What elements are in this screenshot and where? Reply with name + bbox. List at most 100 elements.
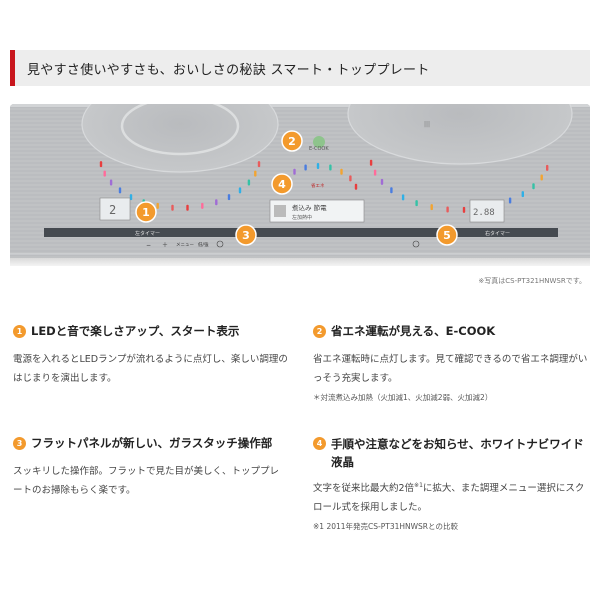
feature-1-number: 1 bbox=[13, 325, 26, 338]
feature-1-title: 1 LEDと音で楽しさアップ、スタート表示 bbox=[13, 323, 288, 340]
left-burner bbox=[81, 104, 279, 173]
left-timer-label: 左タイマー bbox=[135, 230, 160, 237]
feature-1-body: 電源を入れるとLEDランプが流れるように点灯し、楽しい調理のはじまりを演出します… bbox=[13, 354, 288, 384]
callout-number-3: 3 bbox=[242, 229, 250, 242]
feature-4-title: 4 手順や注意などをお知らせ、ホワイトナビワイド液晶 bbox=[313, 435, 593, 471]
led-light bbox=[349, 175, 352, 182]
led-light bbox=[354, 183, 358, 190]
led-light bbox=[340, 168, 343, 175]
control-buttons[interactable]: − ＋ メニュー 低/強 bbox=[146, 240, 420, 249]
right-timer-label: 右タイマー bbox=[485, 230, 510, 237]
feature-3-heading: フラットパネルが新しい、ガラスタッチ操作部 bbox=[31, 436, 273, 450]
minus-button[interactable]: − bbox=[146, 242, 151, 249]
led-light bbox=[446, 206, 449, 213]
feature-2-note: ＊対流煮込み加熱（火加減1、火加減2弱、火加減2） bbox=[313, 393, 493, 402]
led-light bbox=[118, 187, 122, 194]
right-display-value: 2.88 bbox=[473, 208, 495, 218]
led-light bbox=[462, 206, 466, 213]
center-display-line1: 煮込み 節電 bbox=[292, 203, 327, 212]
led-light bbox=[227, 194, 231, 201]
feature-3-number: 3 bbox=[13, 437, 26, 450]
led-light bbox=[380, 178, 384, 185]
led-light bbox=[521, 191, 524, 198]
led-light bbox=[293, 168, 296, 175]
led-light bbox=[254, 170, 257, 177]
feature-4-body-a: 文字を従来比最大約2倍 bbox=[313, 483, 415, 494]
led-light bbox=[238, 187, 242, 194]
left-display: 2 bbox=[99, 197, 131, 221]
callout-number-4: 4 bbox=[278, 178, 286, 191]
feature-4-number: 4 bbox=[313, 437, 326, 450]
cooktop-illustration: ||| E-COOK 省エネ 2 煮込み 節電 左加熱中 2.88 左タ bbox=[10, 104, 590, 262]
callout-2 bbox=[281, 130, 303, 152]
feature-4-body: 文字を従来比最大約2倍※1に拡大、また調理メニュー選択にスクロール式を採用しまし… bbox=[313, 479, 593, 517]
feature-3-body: スッキリした操作部。フラットで見た目が美しく、トッププレートのお掃除もらく楽です… bbox=[13, 466, 280, 496]
led-light bbox=[369, 159, 373, 166]
callout-number-1: 1 bbox=[142, 206, 150, 219]
led-light bbox=[129, 194, 133, 201]
feature-2-title: 2 省エネ運転が見える、E-COOK bbox=[313, 323, 588, 340]
plus-button[interactable]: ＋ bbox=[162, 242, 168, 249]
callout-number-2: 2 bbox=[288, 135, 296, 148]
callout-4 bbox=[271, 173, 293, 195]
callout-1 bbox=[135, 201, 157, 223]
feature-4-footnote-ref: ※1 bbox=[414, 482, 423, 489]
menu-button[interactable]: メニュー bbox=[176, 242, 194, 248]
led-light bbox=[186, 204, 189, 211]
led-light bbox=[329, 164, 332, 171]
led-light bbox=[373, 169, 377, 176]
feature-4-body-b: に拡大、また調理メニュー選択にスクロール式を採用しました。 bbox=[313, 483, 585, 513]
callout-3 bbox=[235, 224, 257, 246]
section-header: 見やすさ使いやすさも、おいしさの秘訣 スマート・トッププレート bbox=[10, 50, 590, 86]
feature-2: 2 省エネ運転が見える、E-COOK 省エネ運転時に点灯します。見て確認できるの… bbox=[313, 323, 588, 403]
callout-number-5: 5 bbox=[443, 229, 451, 242]
led-light bbox=[532, 183, 535, 190]
feature-2-body: 省エネ運転時に点灯します。見て確認できるので省エネ調理がいっそう充実します。 bbox=[313, 354, 588, 384]
feature-2-heading: 省エネ運転が見える、E-COOK bbox=[331, 324, 496, 338]
led-light bbox=[390, 187, 393, 194]
feature-4-heading: 手順や注意などをお知らせ、ホワイトナビワイド液晶 bbox=[331, 437, 584, 469]
right-display: 2.88 bbox=[469, 199, 505, 223]
led-light bbox=[215, 199, 218, 206]
led-light bbox=[508, 197, 512, 204]
led-light bbox=[304, 164, 307, 171]
led-light bbox=[171, 204, 174, 211]
callout-5 bbox=[436, 224, 458, 246]
led-light bbox=[540, 174, 543, 181]
cooktop-photo: ||| E-COOK 省エネ 2 煮込み 節電 左加熱中 2.88 左タ bbox=[10, 104, 590, 262]
center-display-line2: 左加熱中 bbox=[292, 214, 312, 221]
e-cook-label: E-COOK bbox=[309, 146, 329, 152]
photo-caption: ※写真はCS-PT321HNWSRです。 bbox=[478, 277, 586, 285]
led-light bbox=[257, 161, 261, 168]
feature-2-number: 2 bbox=[313, 325, 326, 338]
led-light bbox=[546, 164, 549, 171]
heat-button[interactable]: 低/強 bbox=[198, 241, 209, 248]
led-light bbox=[316, 163, 320, 169]
section-title: 見やすさ使いやすさも、おいしさの秘訣 スマート・トッププレート bbox=[27, 62, 430, 78]
led-light bbox=[109, 179, 113, 186]
feature-3-title: 3 フラットパネルが新しい、ガラスタッチ操作部 bbox=[13, 435, 288, 452]
right-burner: ||| bbox=[347, 104, 573, 165]
e-cook-indicator: E-COOK 省エネ bbox=[309, 136, 329, 189]
left-display-value: 2 bbox=[109, 203, 116, 217]
e-cook-sub: 省エネ bbox=[311, 182, 325, 189]
power-button[interactable] bbox=[216, 240, 224, 248]
led-light bbox=[103, 170, 106, 177]
feature-3: 3 フラットパネルが新しい、ガラスタッチ操作部 スッキリした操作部。フラットで見… bbox=[13, 435, 288, 500]
callout-markers: 1 2 3 4 5 bbox=[135, 130, 458, 246]
led-light bbox=[415, 200, 418, 207]
center-display: 煮込み 節電 左加熱中 bbox=[269, 199, 365, 223]
right-burner-mark: ||| bbox=[424, 121, 430, 128]
led-light bbox=[430, 204, 433, 211]
feature-4: 4 手順や注意などをお知らせ、ホワイトナビワイド液晶 文字を従来比最大約2倍※1… bbox=[313, 435, 593, 532]
feature-4-note: ※1 2011年発売CS-PT31HNWSRとの比較 bbox=[313, 522, 458, 531]
led-light bbox=[156, 202, 159, 209]
right-power-button[interactable] bbox=[412, 240, 420, 248]
control-strip bbox=[44, 228, 558, 237]
led-light bbox=[201, 202, 204, 209]
led-light bbox=[99, 161, 103, 168]
led-light bbox=[247, 179, 251, 186]
feature-1: 1 LEDと音で楽しさアップ、スタート表示 電源を入れるとLEDランプが流れるよ… bbox=[13, 323, 288, 388]
left-led-arc bbox=[99, 161, 261, 211]
led-light bbox=[401, 194, 405, 201]
